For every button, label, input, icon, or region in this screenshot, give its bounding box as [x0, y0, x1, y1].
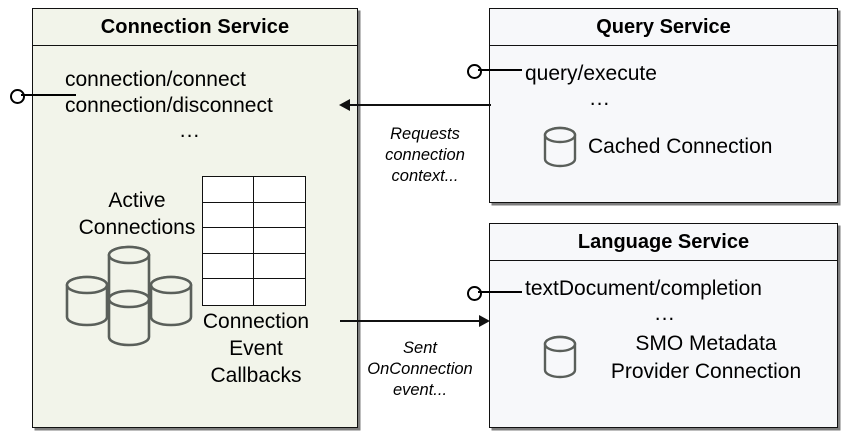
query-service-database-icon [542, 125, 578, 169]
table-cell [254, 279, 305, 305]
language-service-title: Language Service [490, 224, 837, 261]
query-service-title: Query Service [490, 9, 837, 46]
lollipop-circle-icon [467, 286, 482, 301]
edge-connection-to-language-arrowhead [479, 315, 490, 327]
table-cell [203, 177, 254, 203]
connection-event-callbacks-table[interactable] [202, 176, 306, 306]
lollipop-stem [21, 93, 76, 96]
active-connections-cylinder-cluster [53, 241, 213, 349]
query-service-operations: query/execute [525, 61, 657, 87]
language-service-operations: textDocument/completion [525, 276, 762, 302]
language-service-ellipsis: ... [654, 302, 676, 325]
operation-textdocument-completion: textDocument/completion [525, 277, 762, 300]
datastore-label-line1: SMO Metadata [635, 332, 777, 355]
cylinder-top [107, 245, 151, 305]
active-connections-label-line1: Active [108, 189, 166, 212]
table-cell [254, 228, 305, 254]
language-service-database-icon [542, 334, 578, 382]
language-service-box[interactable]: Language Service textDocument/completion… [489, 223, 838, 428]
operation-connection-disconnect: connection/disconnect [65, 94, 273, 117]
edge-label-line2: connection [385, 146, 465, 164]
edge-label-line3: context... [391, 167, 459, 185]
callbacks-label-line3: Callbacks [210, 364, 302, 387]
active-connections-label: Active Connections [53, 187, 221, 241]
cylinder-left [65, 275, 109, 327]
table-cell [203, 202, 254, 229]
edge-query-to-connection-label: Requests connection context... [358, 124, 492, 187]
callbacks-label-line2: Event [229, 337, 283, 360]
edge-label-line1: Requests [390, 125, 460, 143]
table-cell [254, 203, 305, 229]
table-cell [254, 254, 305, 280]
lollipop-circle-icon [467, 64, 482, 79]
lollipop-stem [478, 68, 522, 71]
table-cell [203, 253, 254, 280]
query-service-box[interactable]: Query Service query/execute ... Cached C… [489, 8, 838, 203]
edge-label-line2: OnConnection [367, 360, 473, 378]
cached-connection-label: Cached Connection [588, 135, 773, 158]
edge-query-to-connection-arrowhead [339, 99, 350, 111]
edge-connection-to-language-label: Sent OnConnection event... [352, 338, 488, 401]
connection-service-title: Connection Service [33, 9, 357, 46]
table-cell [203, 228, 254, 254]
connection-event-callbacks-label: Connection Event Callbacks [186, 308, 326, 389]
cylinder-right [149, 275, 193, 327]
table-cell [203, 279, 254, 305]
operation-query-execute: query/execute [525, 62, 657, 85]
operation-connection-connect: connection/connect [65, 68, 246, 91]
connection-service-ellipsis: ... [179, 119, 201, 142]
table-cell [254, 177, 305, 203]
smo-metadata-provider-connection-label: SMO Metadata Provider Connection [586, 330, 826, 386]
lollipop-stem [478, 290, 522, 293]
connection-service-operations: connection/connect connection/disconnect [65, 67, 273, 119]
callbacks-label-line1: Connection [202, 310, 310, 333]
edge-query-to-connection-line [349, 104, 491, 106]
datastore-label-line2: Provider Connection [610, 360, 802, 383]
edge-connection-to-language-line [340, 320, 480, 322]
active-connections-label-line2: Connections [78, 216, 196, 239]
query-service-ellipsis: ... [589, 87, 611, 110]
edge-label-line1: Sent [403, 339, 437, 357]
edge-label-line3: event... [392, 381, 448, 399]
cylinder-bottom [107, 289, 151, 347]
lollipop-circle-icon [10, 89, 25, 104]
